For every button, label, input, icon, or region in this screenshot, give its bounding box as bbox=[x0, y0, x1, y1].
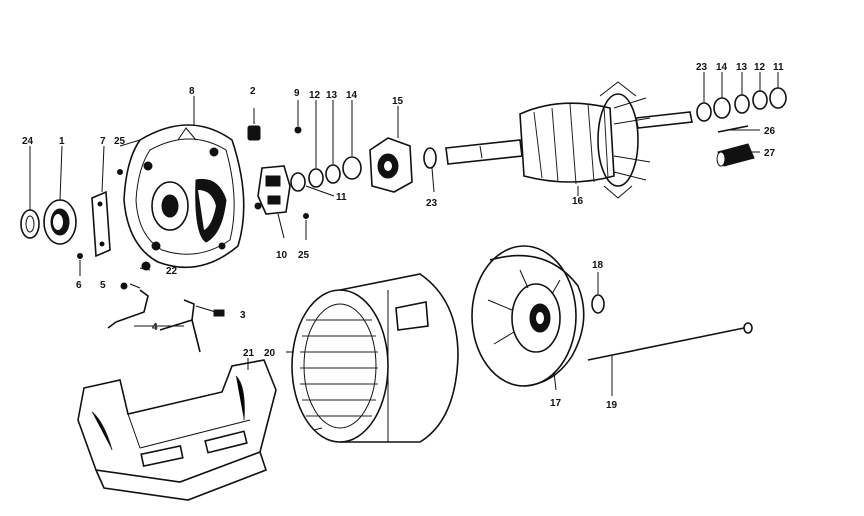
label-22: 22 bbox=[166, 266, 178, 277]
part-22-nut bbox=[141, 261, 151, 271]
part-11-washer bbox=[290, 172, 306, 192]
part-27-spacer bbox=[716, 143, 755, 167]
label-20: 20 bbox=[264, 348, 276, 359]
part-11-ring-right bbox=[769, 72, 787, 109]
label-7: 7 bbox=[100, 136, 106, 147]
label-12-right: 12 bbox=[754, 62, 766, 73]
label-12-left: 12 bbox=[309, 90, 321, 101]
part-3-bolt bbox=[195, 305, 225, 317]
label-26: 26 bbox=[764, 126, 776, 137]
label-9: 9 bbox=[294, 88, 300, 99]
label-27: 27 bbox=[764, 148, 776, 159]
label-14-left: 14 bbox=[346, 90, 358, 101]
part-20-stator bbox=[291, 273, 459, 443]
part-5-spring bbox=[120, 282, 128, 290]
part-13-ring bbox=[325, 100, 341, 184]
label-16: 16 bbox=[572, 196, 584, 207]
part-23-ring-left bbox=[423, 147, 437, 193]
label-14-right: 14 bbox=[716, 62, 728, 73]
part-26-key bbox=[717, 125, 749, 133]
label-8: 8 bbox=[189, 86, 195, 97]
label-17: 17 bbox=[550, 398, 562, 409]
part-12-ring-right bbox=[752, 72, 768, 110]
part-4-brackets bbox=[107, 289, 201, 353]
label-19: 19 bbox=[606, 400, 618, 411]
label-6: 6 bbox=[76, 280, 82, 291]
part-15-bearing-retainer bbox=[369, 106, 413, 193]
part-14-bearing bbox=[342, 100, 362, 180]
part-8-end-housing bbox=[119, 124, 245, 269]
part-25-screw-right bbox=[303, 213, 309, 240]
label-2: 2 bbox=[250, 86, 256, 97]
label-10: 10 bbox=[276, 250, 288, 261]
label-18: 18 bbox=[592, 260, 604, 271]
part-19-through-bolt bbox=[587, 322, 753, 396]
label-25-right: 25 bbox=[298, 250, 310, 261]
label-13-left: 13 bbox=[326, 90, 338, 101]
part-17-rear-housing bbox=[471, 245, 585, 391]
part-21-cradle bbox=[77, 359, 277, 501]
part-14-ring-right bbox=[713, 72, 731, 119]
part-labels: 24 1 7 25 8 2 9 12 13 14 15 11 10 25 23 … bbox=[22, 62, 784, 411]
label-25-left: 25 bbox=[114, 136, 126, 147]
label-11-left: 11 bbox=[336, 192, 347, 203]
part-25-screw-left bbox=[117, 169, 123, 175]
part-7-plate bbox=[91, 190, 111, 258]
label-21: 21 bbox=[243, 348, 255, 359]
label-15: 15 bbox=[392, 96, 404, 107]
label-23-right: 23 bbox=[696, 62, 708, 73]
part-9-screw bbox=[294, 100, 302, 134]
part-1-nut bbox=[43, 199, 77, 245]
part-16-rotor bbox=[445, 81, 693, 199]
label-1: 1 bbox=[59, 136, 65, 147]
part-24-cap bbox=[20, 209, 40, 239]
leader-lines bbox=[29, 96, 760, 370]
label-3: 3 bbox=[240, 310, 246, 321]
part-18-ring bbox=[591, 272, 605, 314]
label-23-left: 23 bbox=[426, 198, 438, 209]
label-13-right: 13 bbox=[736, 62, 748, 73]
part-12-ring bbox=[308, 100, 324, 188]
part-10-brush-holder bbox=[254, 165, 291, 239]
part-6-screw bbox=[77, 253, 83, 276]
part-23-ring-right bbox=[696, 72, 712, 122]
part-13-ring-right bbox=[734, 72, 750, 114]
label-24: 24 bbox=[22, 136, 34, 147]
part-2-bolt bbox=[247, 108, 261, 141]
label-11-right: 11 bbox=[773, 62, 784, 73]
label-5: 5 bbox=[100, 280, 106, 291]
label-4: 4 bbox=[152, 322, 158, 333]
